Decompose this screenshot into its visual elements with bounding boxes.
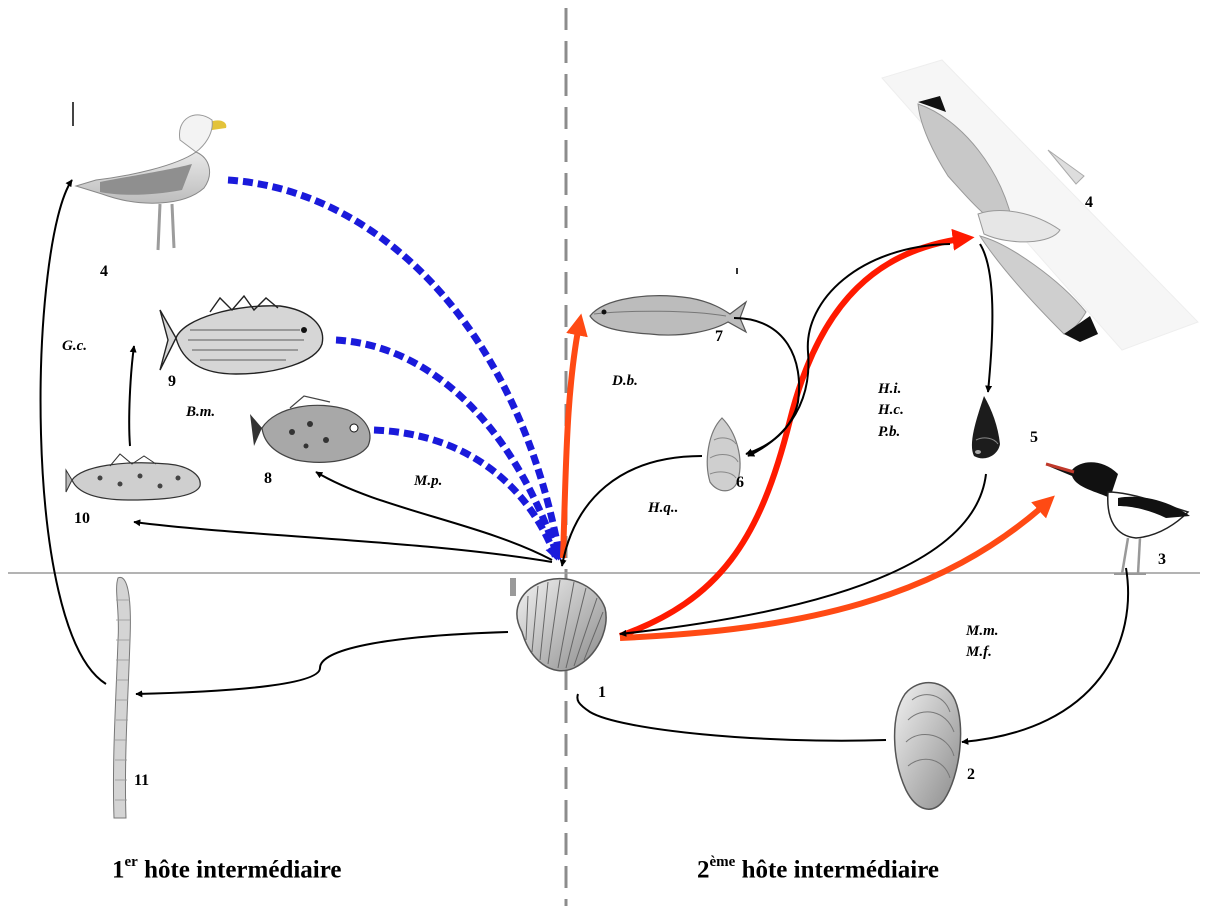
mud-snail-icon — [971, 396, 1000, 459]
arrow-gull-to-whelk — [747, 243, 951, 457]
bass-fish-icon — [159, 294, 324, 375]
label-db: D.b. — [611, 373, 638, 389]
arrow-clam-to-cockle — [576, 693, 887, 742]
arrow-red-to-shad — [560, 313, 588, 559]
caption-right-text: hôte intermédiaire — [735, 856, 939, 884]
label-gc: G.c. — [62, 338, 87, 354]
arrow-center-to-goby — [133, 519, 553, 563]
caption-second-intermediate-host: 2ème hôte intermédiaire — [697, 854, 939, 884]
caption-right-sup: ème — [709, 854, 736, 870]
gull-flying-icon — [881, 59, 1199, 351]
arrow-center-to-roundfish — [315, 471, 553, 561]
label-mm: M.m. — [965, 623, 999, 639]
arrow-snail-to-cockle — [619, 473, 987, 637]
label-number-9: 9 — [168, 373, 176, 390]
label-number-11: 11 — [134, 772, 149, 789]
arrow-blue-roundfish-to-cockle — [373, 426, 560, 561]
label-number-7: 7 — [715, 328, 723, 345]
lugworm-icon — [112, 576, 131, 819]
label-number-3: 3 — [1158, 551, 1166, 568]
arrow-whelk-to-center — [559, 455, 703, 567]
oystercatcher-icon — [1045, 462, 1190, 575]
label-hq: H.q.. — [647, 500, 678, 516]
shad-fish-icon — [589, 268, 748, 336]
cockle-icon — [510, 577, 607, 672]
arrow-worm-to-gull — [39, 179, 107, 685]
whelk-icon — [706, 417, 741, 492]
arrow-oystercatcher-to-clam — [961, 567, 1130, 745]
label-number-10: 10 — [74, 510, 90, 527]
caption-left-prefix: 1 — [112, 856, 125, 884]
label-number-4-right: 4 — [1085, 194, 1093, 211]
arrow-gull-to-snail — [979, 243, 994, 393]
label-pb: P.b. — [878, 424, 900, 440]
arrow-goby-to-bass — [128, 345, 137, 447]
caption-right-prefix: 2 — [697, 856, 710, 884]
arrow-orange-to-oystercatcher — [619, 495, 1055, 641]
label-hi: H.i. — [877, 381, 901, 397]
round-fish-icon — [250, 395, 371, 463]
arrow-blue-bass-to-cockle — [335, 336, 562, 561]
label-mf: M.f. — [965, 644, 992, 660]
arrow-red-to-gull-flying — [618, 228, 975, 639]
label-number-5: 5 — [1030, 429, 1038, 446]
caption-first-intermediate-host: 1er hôte intermédiaire — [112, 854, 342, 884]
label-hc: H.c. — [877, 402, 904, 418]
caption-left-text: hôte intermédiaire — [137, 856, 342, 884]
label-number-2: 2 — [967, 766, 975, 783]
arrow-blue-gull-to-cockle — [227, 176, 565, 561]
label-number-6: 6 — [736, 474, 744, 491]
label-mp: M.p. — [413, 473, 442, 489]
goby-icon — [65, 453, 201, 501]
label-number-8: 8 — [264, 470, 272, 487]
caption-left-sup: er — [124, 854, 138, 870]
arrow-cockle-to-worm — [135, 631, 509, 698]
label-number-1: 1 — [598, 684, 606, 701]
label-number-4-left: 4 — [100, 263, 108, 280]
clam-icon — [893, 681, 962, 810]
gull-standing-icon — [72, 102, 227, 251]
label-bm: B.m. — [185, 404, 215, 420]
